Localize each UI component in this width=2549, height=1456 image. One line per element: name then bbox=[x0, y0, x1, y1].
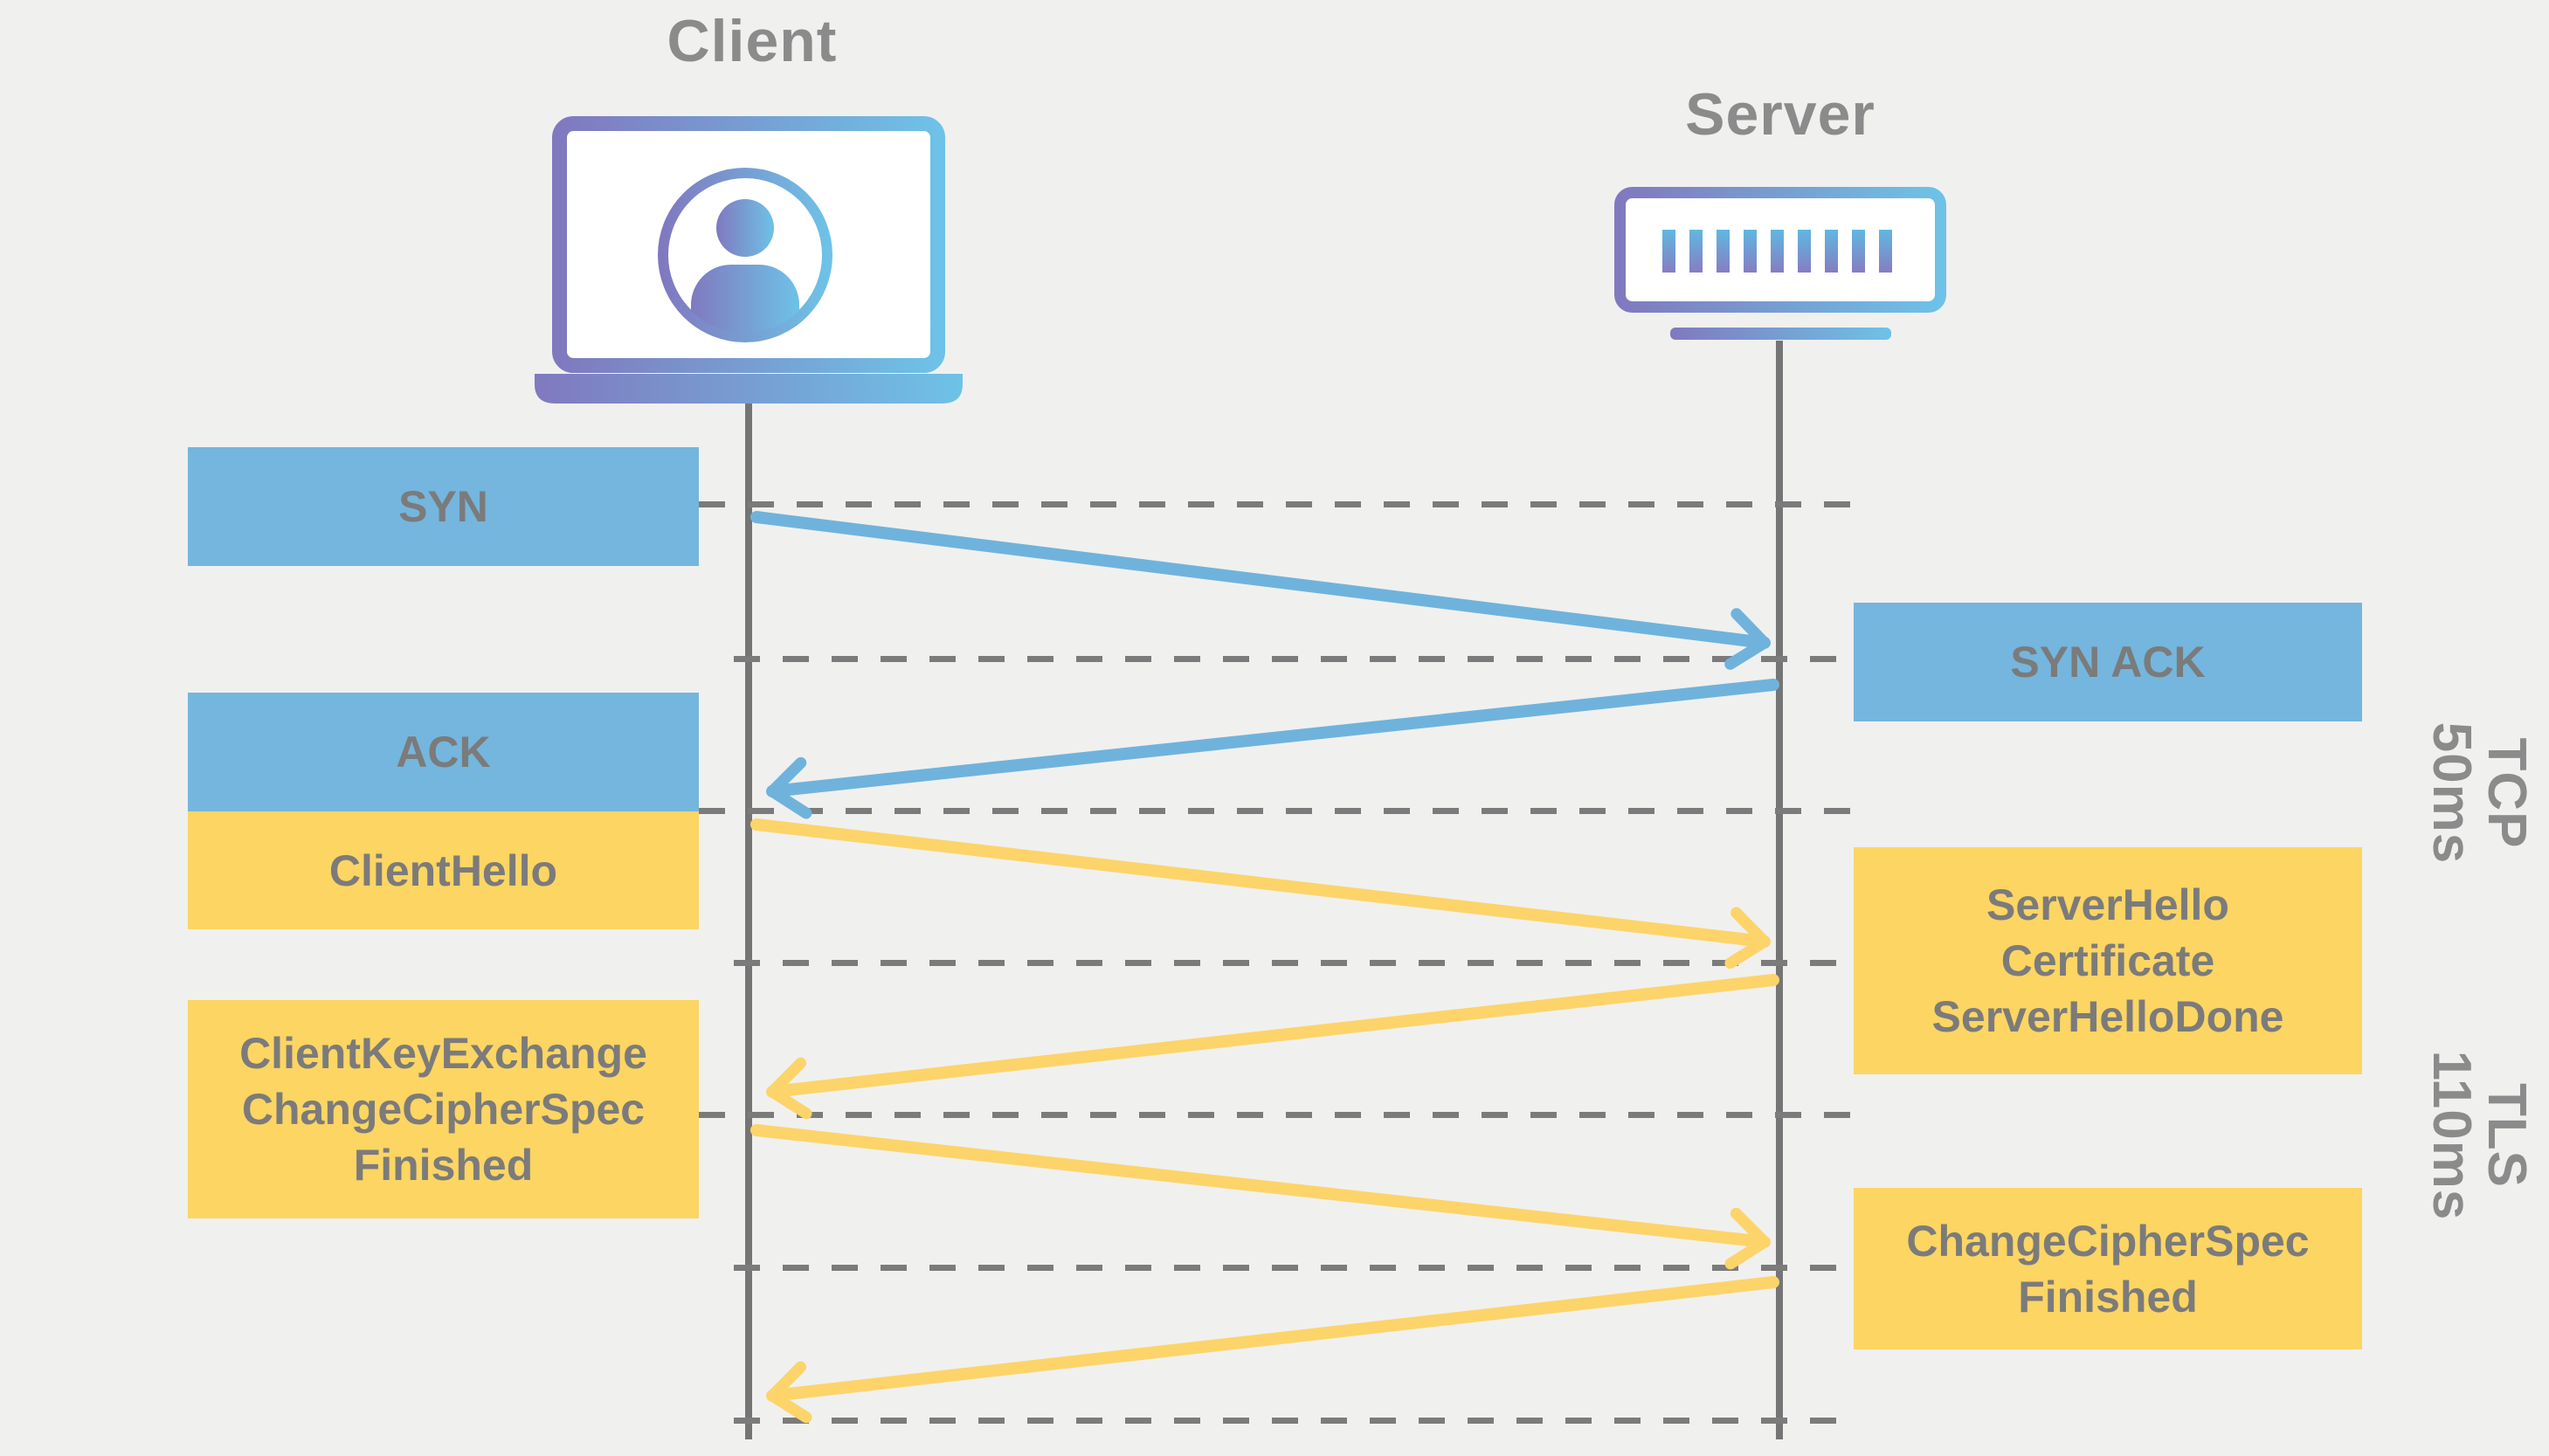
message-text: ChangeCipherSpec bbox=[1906, 1216, 2310, 1266]
phase-duration: 50ms bbox=[2421, 721, 2482, 865]
message-text: Certificate bbox=[2000, 936, 2215, 985]
dash-line-ack bbox=[699, 808, 1852, 814]
avatar-person bbox=[691, 199, 799, 333]
dash-line-syn-ack bbox=[734, 656, 1854, 662]
phase-label-tcp: TCP 50ms bbox=[2405, 671, 2549, 915]
phase-protocol: TLS bbox=[2476, 1082, 2538, 1189]
message-box-client-key-exchange: ClientKeyExchange ChangeCipherSpec Finis… bbox=[188, 1000, 699, 1218]
server-lifeline bbox=[1776, 341, 1783, 1439]
message-text: ChangeCipherSpec bbox=[241, 1085, 646, 1134]
dash-line-finish bbox=[734, 1418, 1852, 1424]
message-text: Finished bbox=[353, 1141, 534, 1190]
server-rack-icon bbox=[1614, 187, 1946, 340]
phase-duration: 110ms bbox=[2421, 1050, 2482, 1221]
message-text: SYN bbox=[398, 482, 488, 531]
message-box-server-hello: ServerHello Certificate ServerHelloDone bbox=[1854, 847, 2362, 1074]
phase-protocol: TCP bbox=[2476, 737, 2538, 849]
server-label: Server bbox=[1685, 81, 1875, 148]
dash-line-server-hello bbox=[734, 960, 1849, 966]
avatar-ring bbox=[658, 168, 832, 342]
message-box-syn: SYN bbox=[188, 447, 699, 566]
client-label: Client bbox=[667, 8, 838, 74]
server-vent-bars bbox=[1662, 230, 1892, 273]
change-cipher-spec-arrow bbox=[766, 1276, 1779, 1424]
syn-ack-arrow bbox=[766, 679, 1779, 819]
phase-label-tls: TLS 110ms bbox=[2405, 1013, 2549, 1258]
message-box-change-cipher-spec: ChangeCipherSpec Finished bbox=[1854, 1188, 2362, 1349]
message-box-ack: ACK bbox=[188, 693, 699, 811]
server-base bbox=[1670, 328, 1891, 340]
message-box-syn-ack: SYN ACK bbox=[1854, 603, 2362, 721]
client-lifeline bbox=[745, 404, 752, 1439]
message-text: ServerHelloDone bbox=[1931, 992, 2284, 1041]
server-hello-arrow bbox=[766, 974, 1779, 1120]
dash-line-change-cipher bbox=[734, 1265, 1849, 1271]
message-text: SYN ACK bbox=[2010, 638, 2206, 687]
client-hello-arrow bbox=[750, 818, 1771, 970]
dash-line-syn bbox=[699, 501, 1852, 507]
dash-line-client-key-exch bbox=[699, 1112, 1852, 1118]
laptop-base bbox=[535, 374, 963, 404]
message-text: ACK bbox=[396, 728, 491, 776]
message-text: ClientHello bbox=[328, 845, 558, 895]
message-text: ServerHello bbox=[1986, 880, 2229, 929]
message-text: Finished bbox=[2018, 1272, 2198, 1321]
message-box-client-hello: ClientHello bbox=[188, 811, 699, 929]
message-text: ClientKeyExchange bbox=[239, 1029, 647, 1078]
syn-arrow bbox=[750, 511, 1771, 670]
client-key-exchange-arrow bbox=[750, 1124, 1771, 1270]
laptop-user-icon bbox=[535, 116, 963, 404]
